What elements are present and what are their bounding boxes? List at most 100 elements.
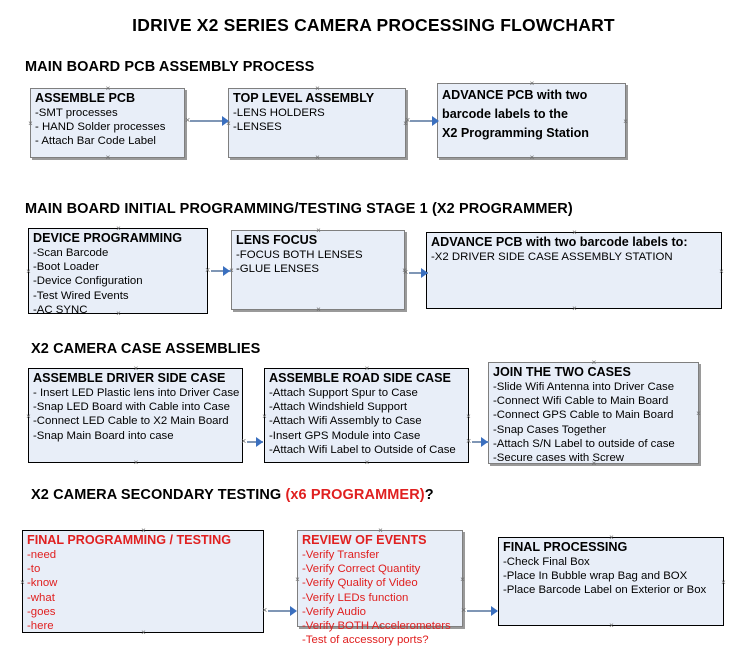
box-title: ASSEMBLE DRIVER SIDE CASE xyxy=(33,371,226,385)
resize-handle-left[interactable] xyxy=(261,413,268,420)
resize-handle-right[interactable] xyxy=(718,268,725,275)
resize-handle-right[interactable] xyxy=(459,576,466,583)
section-heading-3-text: X2 CAMERA CASE ASSEMBLIES xyxy=(31,341,261,357)
box-final-processing[interactable]: FINAL PROCESSING -Check Final Box -Place… xyxy=(498,537,724,626)
box-line: -Connect LED Cable to X2 Main Board xyxy=(33,415,229,428)
box-lens-focus[interactable]: LENS FOCUS -FOCUS BOTH LENSES -GLUE LENS… xyxy=(231,230,405,310)
box-line: - Attach Bar Code Label xyxy=(35,135,156,148)
connector-1-2 xyxy=(410,120,438,122)
connector-arrow-2-1 xyxy=(223,266,230,276)
section-heading-2: MAIN BOARD INITIAL PROGRAMMING/TESTING S… xyxy=(25,201,573,217)
box-title: ADVANCE PCB with two barcode labels to: xyxy=(431,235,688,249)
box-line: -Boot Loader xyxy=(33,261,99,274)
box-line: -GLUE LENSES xyxy=(236,263,319,276)
box-line: barcode labels to the xyxy=(442,107,568,121)
box-line: -here xyxy=(27,620,54,633)
box-line: -Place In Bubble wrap Bag and BOX xyxy=(503,570,688,583)
resize-handle-bottom[interactable] xyxy=(133,459,140,466)
box-assemble-driver-side-case[interactable]: ASSEMBLE DRIVER SIDE CASE - Insert LED P… xyxy=(28,368,243,463)
box-line: -goes xyxy=(27,605,56,618)
resize-handle-bottom[interactable] xyxy=(364,459,371,466)
box-line-overflow: -Test of accessory ports? xyxy=(302,634,429,647)
box-line: -need xyxy=(27,549,57,561)
resize-handle-bottom[interactable] xyxy=(105,154,112,161)
box-join-the-two-cases[interactable]: JOIN THE TWO CASES -Slide Wifi Antenna i… xyxy=(488,362,699,464)
resize-handle-bottom[interactable] xyxy=(314,154,321,161)
box-line: - HAND Solder processes xyxy=(35,121,166,134)
box-line: -Scan Barcode xyxy=(33,247,109,259)
resize-handle-bottom[interactable] xyxy=(315,306,322,313)
connector-arrow-1-1 xyxy=(222,116,229,126)
box-line: -Place Barcode Label on Exterior or Box xyxy=(503,584,707,597)
box-line: -AC SYNC xyxy=(33,303,88,316)
box-title: DEVICE PROGRAMMING xyxy=(33,231,183,245)
connector-endpoint: × xyxy=(466,436,472,446)
section-heading-2-text: MAIN BOARD INITIAL PROGRAMMING/TESTING S… xyxy=(25,201,573,217)
box-title: LENS FOCUS xyxy=(236,233,318,247)
resize-handle-left[interactable] xyxy=(25,268,32,275)
box-advance-pcb-programming-station[interactable]: ADVANCE PCB with two barcode labels to t… xyxy=(437,83,626,158)
section-heading-3: X2 CAMERA CASE ASSEMBLIES xyxy=(31,341,260,357)
box-line: -Slide Wifi Antenna into Driver Case xyxy=(493,381,675,393)
connector-endpoint: × xyxy=(262,605,268,615)
box-assemble-road-side-case[interactable]: ASSEMBLE ROAD SIDE CASE -Attach Support … xyxy=(264,368,469,463)
box-assemble-pcb[interactable]: ASSEMBLE PCB -SMT processes - HAND Solde… xyxy=(30,88,185,158)
resize-handle-left[interactable] xyxy=(25,413,32,420)
box-title: REVIEW OF EVENTS xyxy=(302,533,427,547)
box-advance-pcb-driver-side[interactable]: ADVANCE PCB with two barcode labels to: … xyxy=(426,232,722,309)
box-title: ASSEMBLE PCB xyxy=(35,91,136,105)
resize-handle-bottom[interactable] xyxy=(608,622,615,629)
box-line: -Attach Support Spur to Case xyxy=(269,387,418,399)
connector-endpoint: × xyxy=(205,265,211,275)
box-line: -Verify BOTH Accelerometers xyxy=(302,620,451,633)
box-final-programming-testing[interactable]: FINAL PROGRAMMING / TESTING -need -to -k… xyxy=(22,530,264,633)
connector-3-1 xyxy=(247,441,263,443)
section-heading-4-highlight: (x6 PROGRAMMER) xyxy=(285,487,425,503)
box-line: -Attach Wifi Label to Outside of Case xyxy=(269,443,456,456)
resize-handle-right[interactable] xyxy=(720,579,727,586)
box-line: -Verify Transfer xyxy=(302,549,380,561)
connector-arrow-4-1 xyxy=(290,606,297,616)
box-line: -Snap Cases Together xyxy=(493,423,607,436)
box-line: -know xyxy=(27,577,58,590)
box-line: -Device Configuration xyxy=(33,275,143,288)
connector-3-2 xyxy=(472,441,489,443)
resize-handle-right[interactable] xyxy=(465,413,472,420)
box-line: -LENSES xyxy=(233,121,282,134)
box-line: -Snap LED Board with Cable into Case xyxy=(33,401,230,414)
box-line: -Connect GPS Cable to Main Board xyxy=(493,409,674,422)
connector-endpoint: × xyxy=(461,605,467,615)
box-line: -SMT processes xyxy=(35,107,118,119)
connector-4-1 xyxy=(268,610,295,612)
box-line: -X2 DRIVER SIDE CASE ASSEMBLY STATION xyxy=(431,251,673,263)
resize-handle-bottom[interactable] xyxy=(571,305,578,312)
resize-handle-right[interactable] xyxy=(695,410,702,417)
box-title: FINAL PROGRAMMING / TESTING xyxy=(27,533,232,547)
box-top-level-assembly[interactable]: TOP LEVEL ASSEMBLY -LENS HOLDERS -LENSES xyxy=(228,88,406,158)
resize-handle-left[interactable] xyxy=(19,579,26,586)
connector-2-2 xyxy=(409,272,428,274)
resize-handle-left[interactable] xyxy=(27,120,34,127)
box-line: -to xyxy=(27,563,41,576)
box-line: -LENS HOLDERS xyxy=(233,107,325,119)
page-title: IDRIVE X2 SERIES CAMERA PROCESSING FLOWC… xyxy=(132,15,615,35)
box-review-of-events[interactable]: REVIEW OF EVENTS -Verify Transfer -Verif… xyxy=(294,530,466,646)
box-title: ADVANCE PCB with two xyxy=(442,88,588,102)
resize-handle-left[interactable] xyxy=(294,576,301,583)
box-line: -Attach Windshield Support xyxy=(269,401,408,414)
resize-handle-bottom[interactable] xyxy=(529,154,536,161)
box-line: -Attach S/N Label to outside of case xyxy=(493,437,675,450)
connector-endpoint: × xyxy=(403,267,409,277)
connector-arrow-3-1 xyxy=(256,437,263,447)
box-line: -Secure cases with Screw xyxy=(493,452,625,465)
connector-2-1 xyxy=(211,270,231,272)
connector-4-2 xyxy=(467,610,497,612)
box-line: -Check Final Box xyxy=(503,556,590,568)
box-line: -Verify Audio xyxy=(302,605,366,618)
connector-endpoint: × xyxy=(185,115,191,125)
box-device-programming[interactable]: DEVICE PROGRAMMING -Scan Barcode -Boot L… xyxy=(25,228,208,316)
resize-handle-right[interactable] xyxy=(622,118,629,125)
box-line: X2 Programming Station xyxy=(442,126,589,140)
box-title: ASSEMBLE ROAD SIDE CASE xyxy=(269,371,451,385)
